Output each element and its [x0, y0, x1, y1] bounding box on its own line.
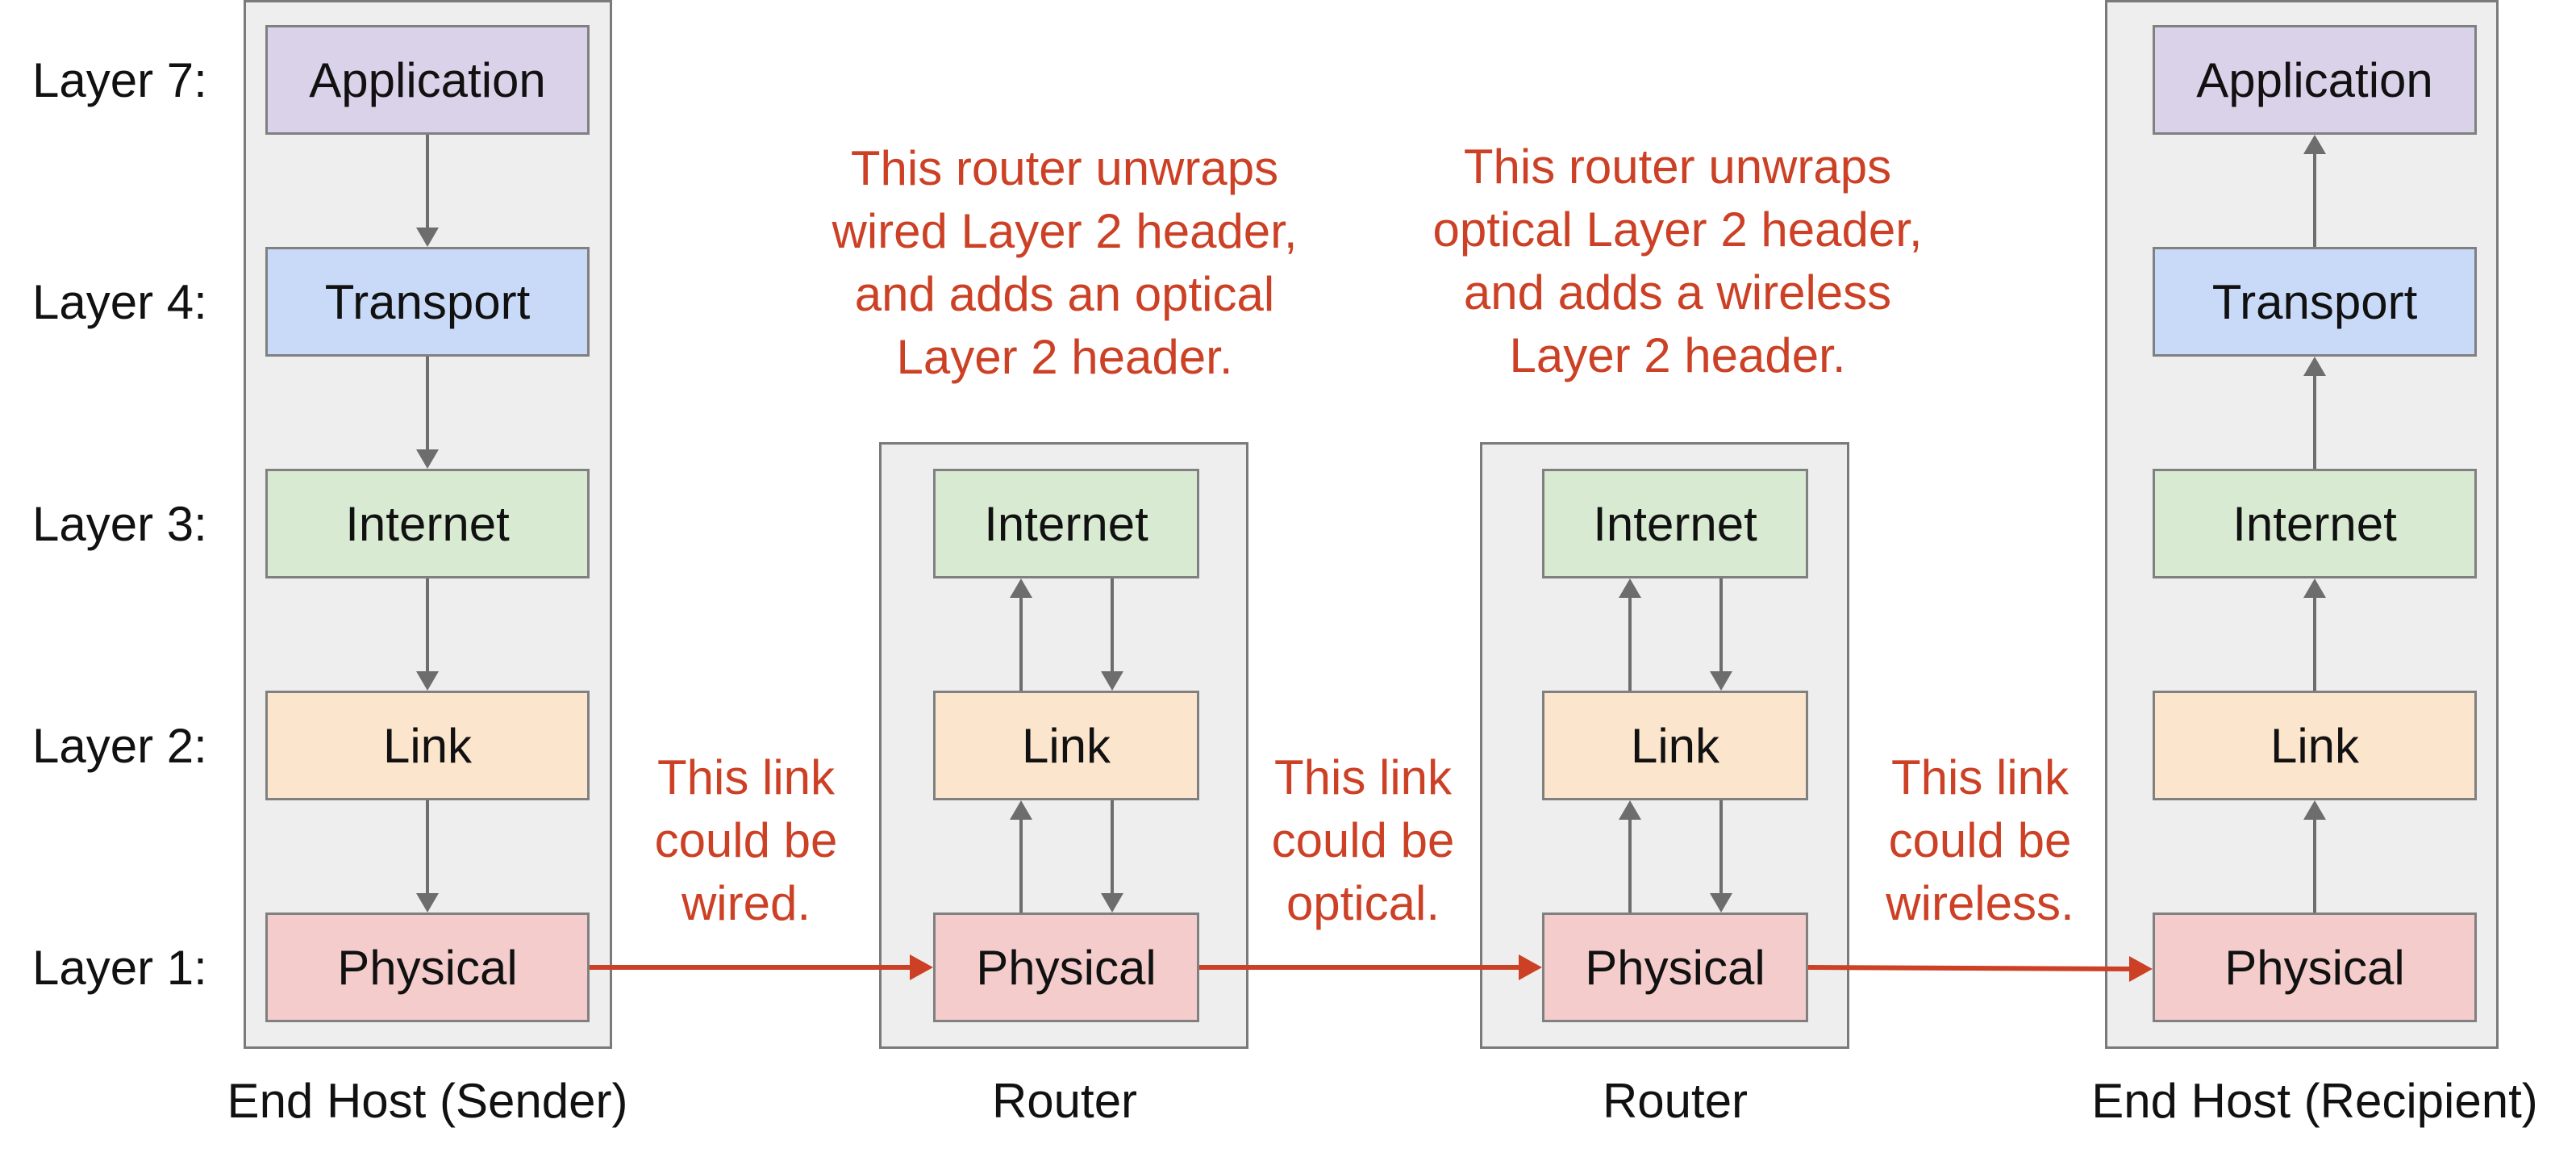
sender-head-3 [416, 449, 439, 469]
recipient-caption: End Host (Recipient) [2091, 1074, 2538, 1128]
recipient-application-layer: Application [2153, 25, 2477, 135]
sender-physical-layer: Physical [265, 913, 590, 1022]
sender-application-layer: Application [265, 25, 590, 135]
recipient-head-4 [2303, 357, 2326, 376]
recipient-transport-layer: Transport [2153, 247, 2477, 357]
router2-caption: Router [1602, 1074, 1749, 1128]
router1-link-layer: Link [933, 691, 1199, 800]
router1-note-line: and adds an optical [854, 267, 1275, 321]
link1-note-line: could be [654, 813, 838, 867]
link2-note-line: optical. [1286, 876, 1440, 930]
router1-head-down-2 [1101, 671, 1123, 691]
link1-arrow-head [910, 954, 933, 980]
link2-arrow-head [1519, 954, 1542, 980]
router2-note-line: This router unwraps [1463, 140, 1892, 194]
router2-link-layer: Link [1542, 691, 1808, 800]
recipient-link-layer: Link [2153, 691, 2477, 800]
layer-3-label: Layer 3: [32, 497, 207, 551]
link1-note-line: This link [657, 750, 836, 804]
router2-head-down-2 [1710, 671, 1732, 691]
router2-note-line: and adds a wireless [1463, 265, 1892, 319]
router1-physical-layer: Physical [933, 913, 1199, 1022]
router1-note: This router unwraps wired Layer 2 header… [774, 137, 1355, 389]
link3-note: This link could be wireless. [1847, 746, 2113, 935]
recipient-internet-layer: Internet [2153, 469, 2477, 578]
router1-head-up-2 [1010, 800, 1032, 820]
router1-caption: Router [991, 1074, 1138, 1128]
router2-internet-layer: Internet [1542, 469, 1808, 578]
router2-note: This router unwraps optical Layer 2 head… [1371, 136, 1984, 387]
sender-head-2 [416, 671, 439, 691]
layer-1-label: Layer 1: [32, 941, 207, 995]
link1-note-line: wired. [681, 876, 811, 930]
router2-note-line: optical Layer 2 header, [1432, 203, 1923, 257]
recipient-head-7 [2303, 135, 2326, 154]
layer-7-label: Layer 7: [32, 53, 207, 107]
link3-arrow [1807, 965, 2132, 971]
sender-caption: End Host (Sender) [227, 1074, 628, 1128]
router1-note-line: wired Layer 2 header, [832, 204, 1298, 258]
router1-internet-layer: Internet [933, 469, 1199, 578]
sender-head-4 [416, 228, 439, 247]
router2-head-up-3 [1619, 578, 1641, 598]
sender-transport-layer: Transport [265, 247, 590, 357]
layer-2-label: Layer 2: [32, 719, 207, 773]
router1-head-down-1 [1101, 893, 1123, 913]
link2-note-line: This link [1273, 750, 1453, 804]
link2-note-line: could be [1271, 813, 1455, 867]
link2-note: This link could be optical. [1238, 746, 1488, 935]
link3-arrow-head [2129, 956, 2153, 982]
router2-physical-layer: Physical [1542, 913, 1808, 1022]
router1-note-line: Layer 2 header. [896, 330, 1233, 384]
recipient-head-2 [2303, 800, 2326, 820]
sender-head-1 [416, 893, 439, 913]
link3-note-line: This link [1890, 750, 2070, 804]
router1-note-line: This router unwraps [850, 141, 1279, 195]
link3-note-line: could be [1888, 813, 2072, 867]
recipient-physical-layer: Physical [2153, 913, 2477, 1022]
recipient-head-3 [2303, 578, 2326, 598]
layer-4-label: Layer 4: [32, 275, 207, 329]
sender-internet-layer: Internet [265, 469, 590, 578]
router1-head-up-3 [1010, 578, 1032, 598]
router2-note-line: Layer 2 header. [1509, 328, 1846, 382]
link1-note: This link could be wired. [621, 746, 871, 935]
router2-head-up-2 [1619, 800, 1641, 820]
router2-head-down-1 [1710, 893, 1732, 913]
link3-note-line: wireless. [1886, 876, 2074, 930]
sender-link-layer: Link [265, 691, 590, 800]
